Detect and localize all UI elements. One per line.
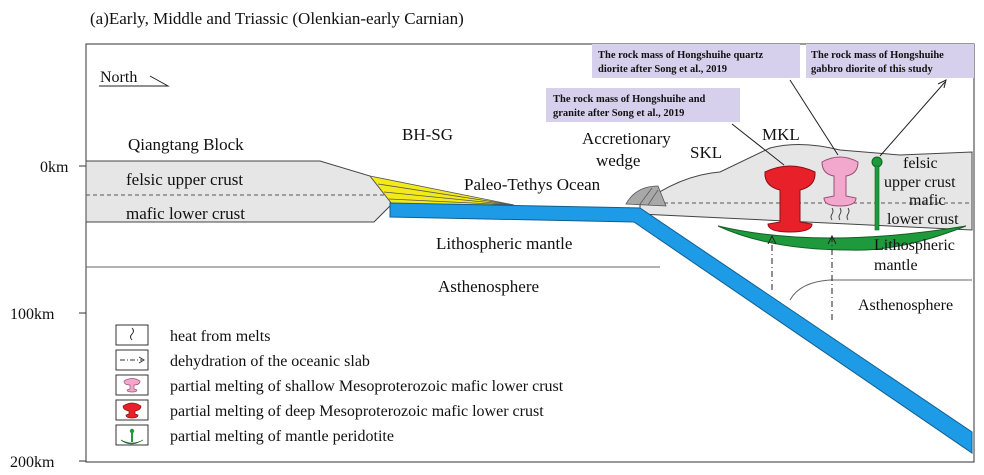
callout-quartz-line1: The rock mass of Hongshuihe quartz [598, 50, 764, 61]
gabbro-dyke-head [872, 157, 882, 167]
label-skl: SKL [690, 143, 722, 162]
callout-quartz-line2: diorite after Song et al., 2019 [598, 64, 727, 75]
callout-gabbro-line1: The rock mass of Hongshuihe [811, 50, 944, 61]
legend-label-shallow-melt: partial melting of shallow Mesoproterozo… [170, 378, 564, 395]
label-bhsg: BH-SG [402, 125, 453, 144]
frame [86, 44, 974, 462]
label-right-mantle: mantle [874, 257, 918, 274]
legend-label-mantle-melt: partial melting of mantle peridotite [170, 428, 394, 445]
label-right-lower-crust: lower crust [887, 211, 959, 228]
label-right-mafic: mafic [909, 192, 945, 209]
mantle-melt-icon-head [130, 429, 134, 433]
depth-label-0km: 0km [40, 159, 69, 176]
label-lithospheric-mantle: Lithospheric mantle [436, 234, 572, 253]
callout-granite-line1: The rock mass of Hongshuihe and [553, 94, 706, 105]
label-asthenosphere: Asthenosphere [438, 277, 539, 296]
callout-gabbro-line2: gabbro diorite of this study [811, 64, 933, 75]
depth-label-100km: 100km [10, 306, 55, 323]
north-arrow-icon [150, 76, 168, 86]
leader-gabbro-arrowhead [938, 80, 946, 88]
legend-label-heat: heat from melts [170, 328, 270, 345]
label-right-asthenosphere: Asthenosphere [858, 297, 953, 314]
label-mkl: MKL [762, 125, 800, 144]
depth-label-200km: 200km [10, 454, 55, 470]
label-accretionary: Accretionary [582, 129, 671, 148]
label-right-upper-crust: upper crust [884, 174, 956, 191]
label-felsic-upper: felsic upper crust [126, 170, 243, 189]
legend: heat from melts dehydration of the ocean… [116, 325, 564, 445]
label-paleo-tethys: Paleo-Tethys Ocean [464, 175, 601, 194]
legend-label-dehydration: dehydration of the oceanic slab [170, 353, 370, 370]
legend-label-deep-melt: partial melting of deep Mesoproterozoic … [170, 403, 544, 420]
callout-granite-line2: granite after Song et al., 2019 [553, 108, 684, 119]
label-wedge: wedge [596, 151, 640, 170]
north-label: North [100, 69, 137, 86]
label-right-felsic: felsic [903, 155, 938, 172]
label-mafic-lower: mafic lower crust [126, 204, 245, 223]
label-right-lithospheric: Lithospheric [874, 237, 955, 254]
leader-gabbro [880, 82, 945, 156]
figure-title: (a)Early, Middle and Triassic (Olenkian-… [90, 9, 464, 28]
label-qiangtang: Qiangtang Block [128, 135, 244, 154]
gabbro-dyke-stem [875, 166, 879, 230]
